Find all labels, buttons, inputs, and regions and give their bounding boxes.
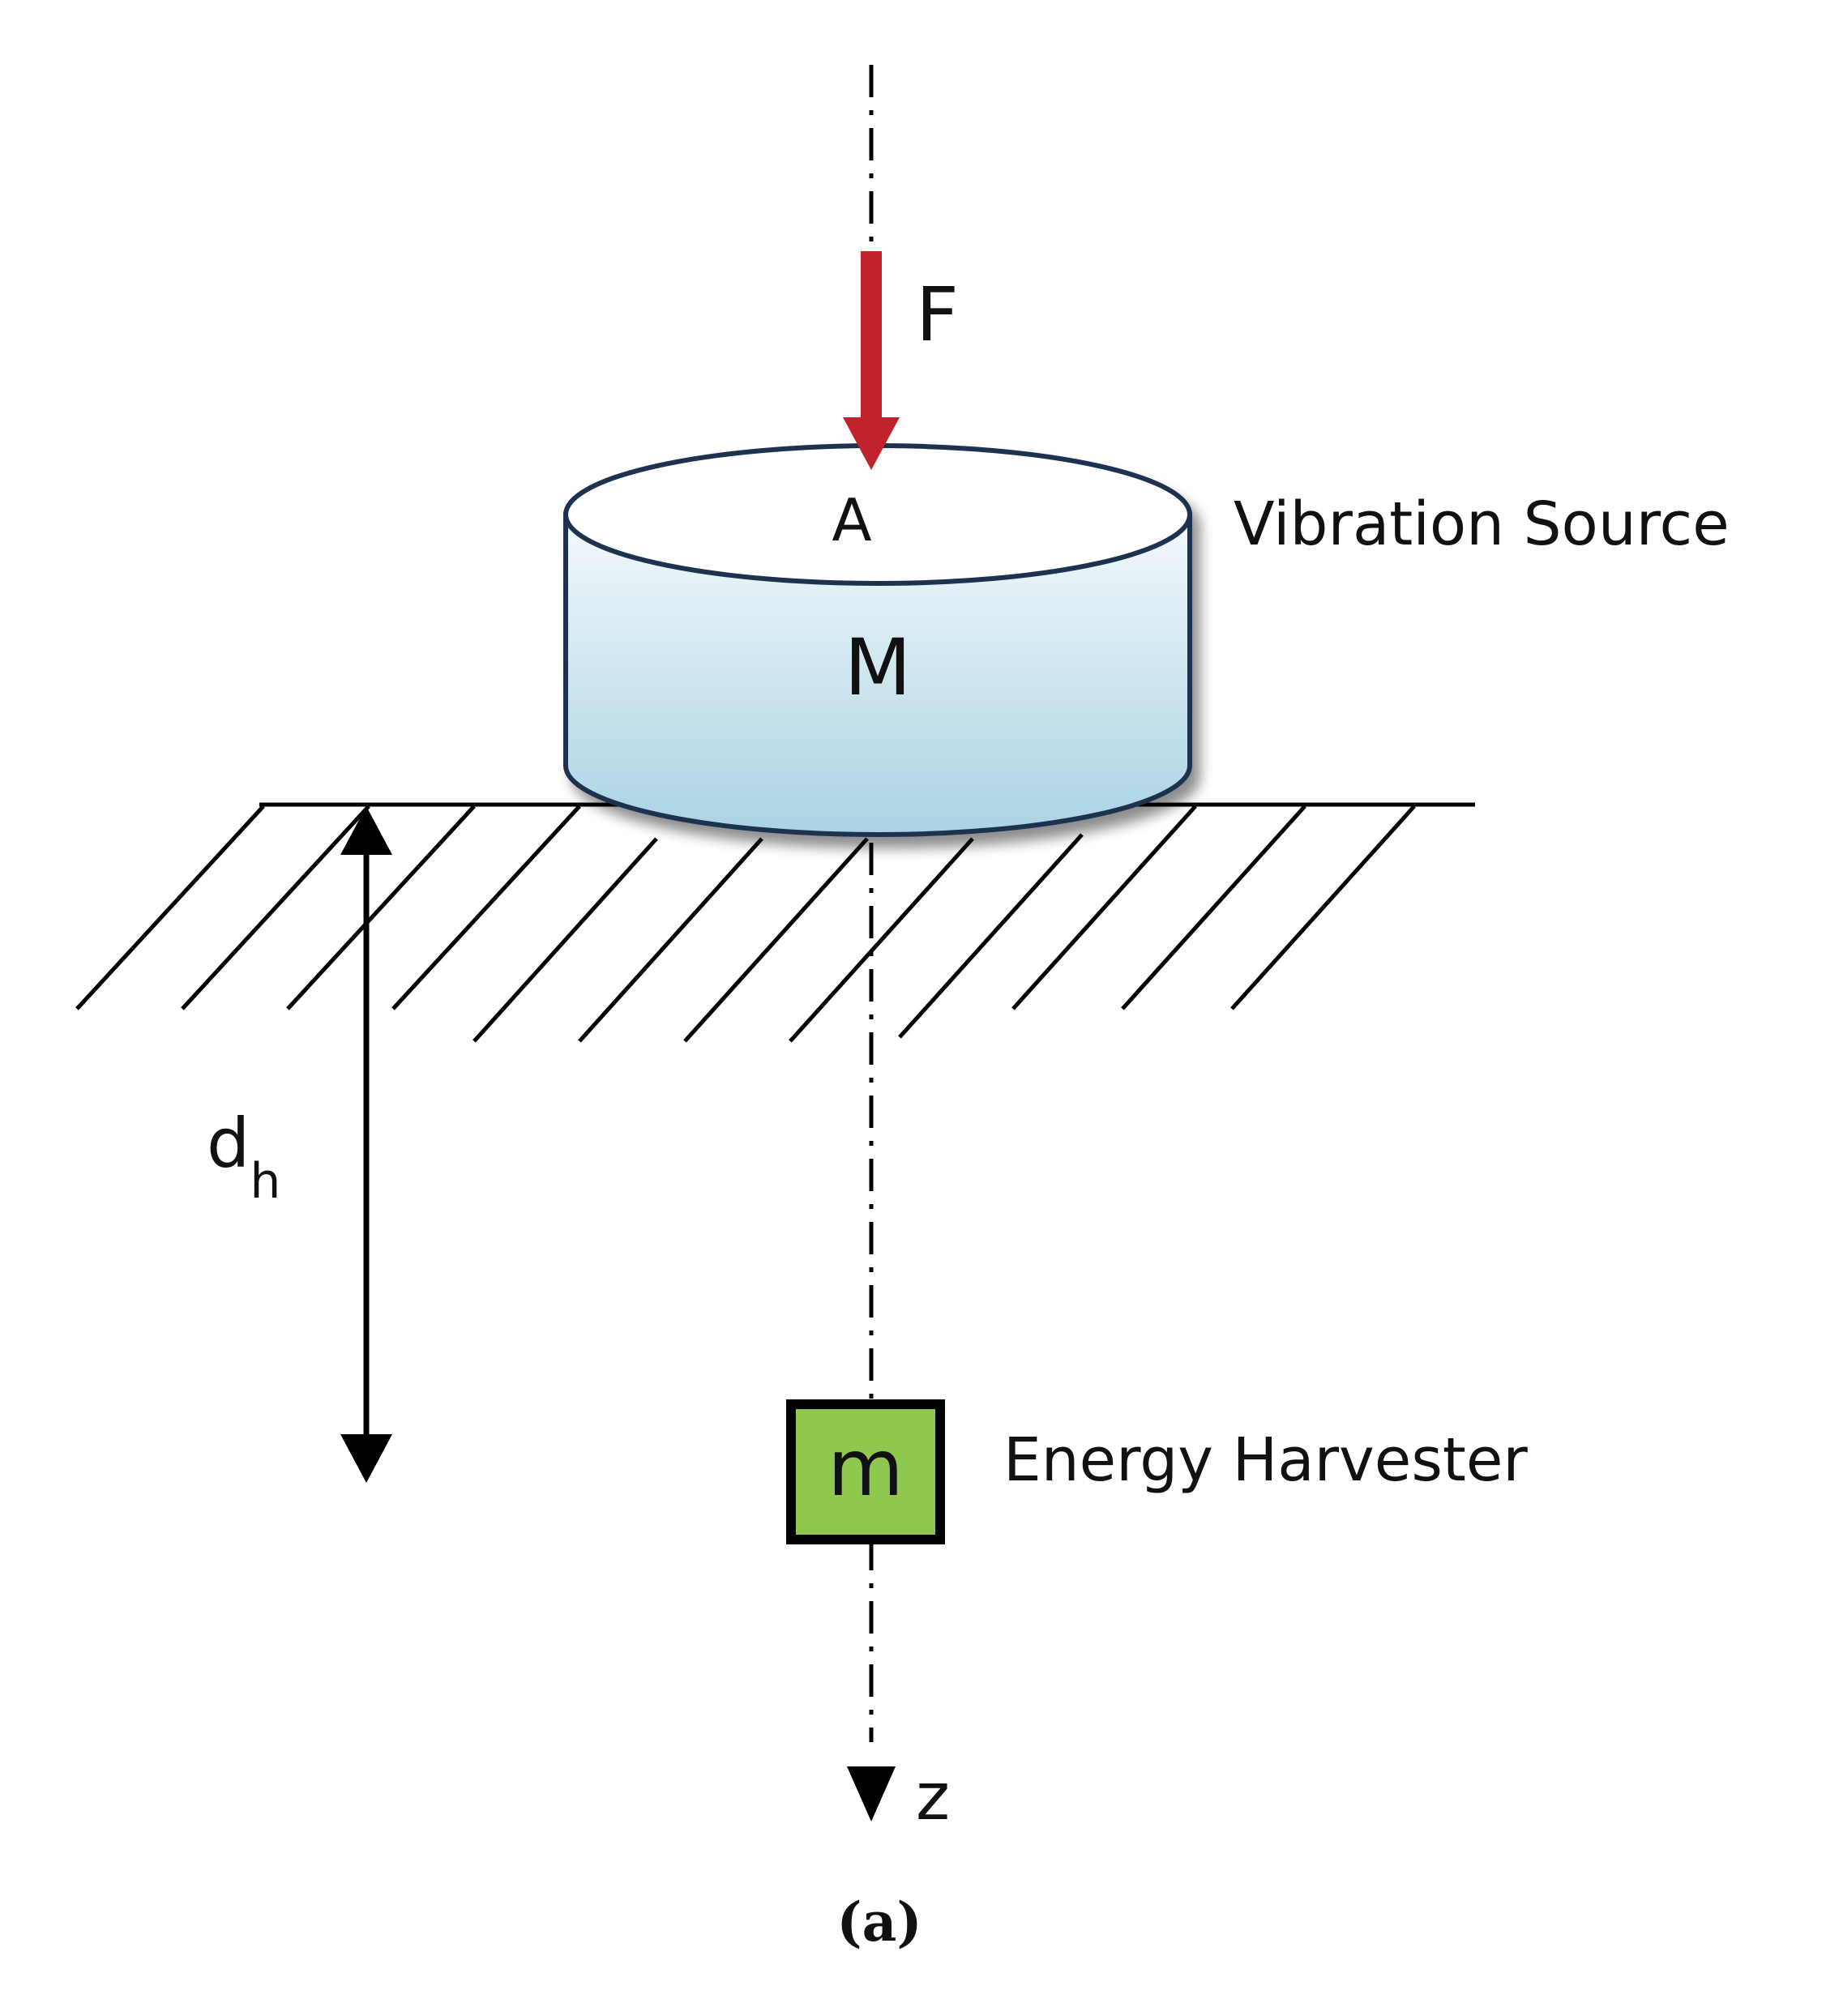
cylinder-top-face [563,443,1192,586]
mass-m-label: M [845,622,912,713]
depth-label: dh [207,1104,280,1210]
cylinder-body [563,512,1192,837]
ground-hatching [75,805,1416,1043]
point-a-label: A [832,486,871,554]
vibration-source-cylinder [563,443,1192,837]
force-label: F [916,271,959,358]
vibration-source-label: Vibration Source [1234,489,1730,559]
depth-dimension-arrow [340,806,392,1483]
energy-harvester-label: Energy Harvester [1003,1425,1528,1495]
z-axis-label: z [916,1759,950,1834]
force-arrow [843,251,900,470]
energy-harvester-box [786,1399,945,1544]
panel-caption: (a) [836,1890,922,1954]
z-axis-arrowhead [847,1766,896,1822]
harvester-mass-label: m [827,1423,904,1514]
